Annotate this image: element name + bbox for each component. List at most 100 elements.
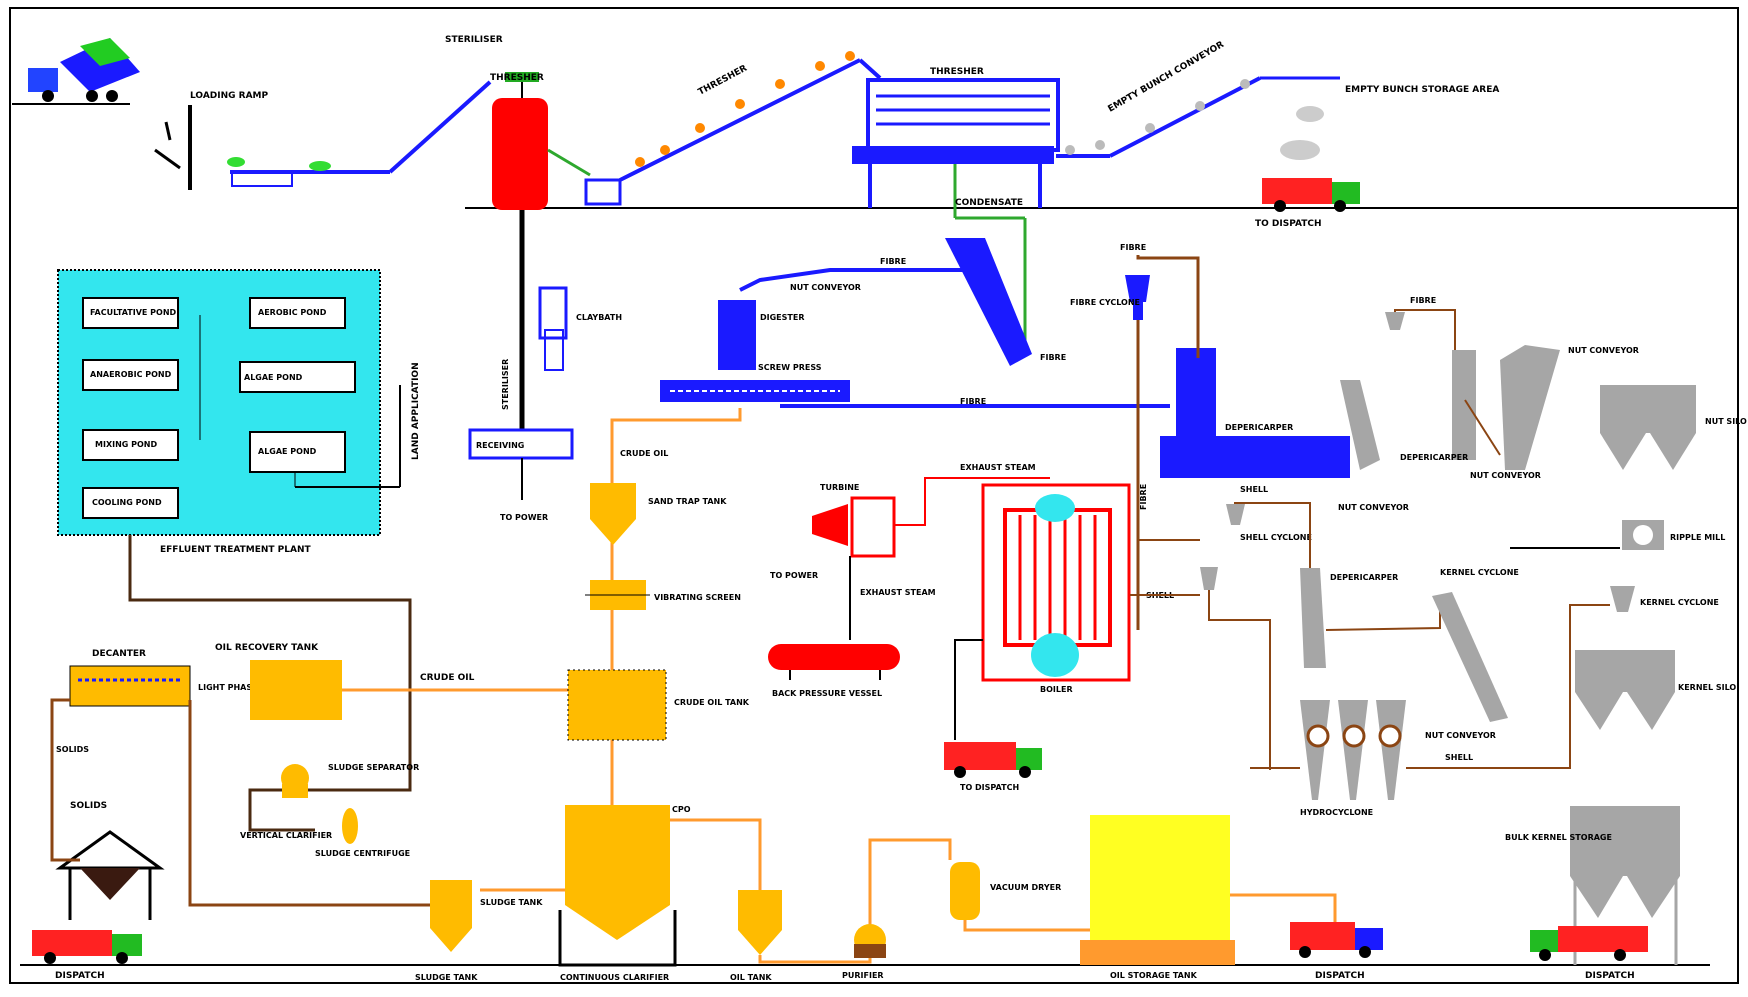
kernel-elevator bbox=[1432, 592, 1508, 722]
to-power-label: TO POWER bbox=[770, 571, 818, 580]
kernel-silo bbox=[1575, 650, 1675, 730]
crude-oil-label: CRUDE OIL bbox=[420, 673, 475, 683]
condensate-label: CONDENSATE bbox=[955, 198, 1023, 208]
fibre-cyclone-label: FIBRE CYCLONE bbox=[1070, 298, 1140, 307]
winnowing-column bbox=[1300, 568, 1326, 668]
receiving-tank-label: RECEIVING bbox=[476, 441, 524, 450]
solids-label: SOLIDS bbox=[56, 745, 89, 754]
kernel-cyclone-label: KERNEL CYCLONE bbox=[1640, 598, 1719, 607]
sterilizer-shaft-label: STERILISER bbox=[501, 359, 510, 410]
boiler-ash-truck bbox=[944, 742, 1042, 778]
hydrocyclone-label: HYDROCYCLONE bbox=[1300, 808, 1373, 817]
shell-cyclone-label: SHELL CYCLONE bbox=[1240, 533, 1312, 542]
vacuum-dryer-label: VACUUM DRYER bbox=[990, 883, 1061, 892]
oil-storage-tank bbox=[1080, 815, 1235, 965]
receiving-truck bbox=[28, 38, 140, 102]
screw-press-label: SCREW PRESS bbox=[758, 363, 822, 372]
fibre-pipe-up bbox=[1138, 255, 1198, 358]
depericarper bbox=[1160, 348, 1350, 478]
effluent-plant-label: EFFLUENT TREATMENT PLANT bbox=[160, 545, 311, 555]
kernel-truck bbox=[1530, 926, 1648, 961]
continuous-clarifier bbox=[560, 805, 675, 965]
pond-label-3: MIXING POND bbox=[95, 440, 157, 449]
kernel-cyclone bbox=[1610, 586, 1635, 612]
nut-elevator-label: NUT CONVEYOR bbox=[1470, 471, 1541, 480]
fruit-elevator-shaft bbox=[470, 210, 572, 500]
boiler-ash-line bbox=[955, 640, 983, 740]
shell-top-label: SHELL bbox=[1240, 485, 1268, 494]
clarifier-oil-label: CPO bbox=[672, 805, 691, 814]
digester-label: DIGESTER bbox=[760, 313, 805, 322]
nut-polisher-label: DEPERICARPER bbox=[1400, 453, 1468, 462]
elevator-label: FIBRE bbox=[880, 257, 906, 266]
hydrocyclone-bank bbox=[1300, 700, 1406, 800]
empty-bunch-storage-label: EMPTY BUNCH STORAGE AREA bbox=[1345, 85, 1499, 95]
oil-truck bbox=[1290, 922, 1383, 958]
back-pressure-label: BACK PRESSURE VESSEL bbox=[772, 689, 882, 698]
fibre-elevator-label: FIBRE bbox=[1040, 353, 1066, 362]
pond-label-2: ANAEROBIC POND bbox=[90, 370, 172, 379]
shell-out-label: SHELL bbox=[1445, 753, 1473, 762]
vibrating-screen-label: VIBRATING SCREEN bbox=[654, 593, 741, 602]
solids-storage-label: SOLIDS bbox=[70, 801, 107, 811]
kernel-pipe-label: KERNEL CYCLONE bbox=[1440, 568, 1519, 577]
sludge-line-label: SLUDGE TANK bbox=[480, 898, 543, 907]
vertical-clarifier-label: VERTICAL CLARIFIER bbox=[240, 831, 332, 840]
ash-dispatch-label: TO DISPATCH bbox=[1255, 219, 1322, 229]
shell-cyclone bbox=[1226, 504, 1245, 525]
decanter bbox=[70, 666, 190, 706]
bunch-conveyor bbox=[548, 51, 880, 204]
light-phase-label: LIGHT PHASE bbox=[198, 683, 258, 692]
bunch-ash-smoke bbox=[1280, 106, 1324, 160]
ripple-mill bbox=[1622, 520, 1664, 550]
kernel-pipe bbox=[1326, 610, 1440, 630]
kernel-elevator-label: NUT CONVEYOR bbox=[1425, 731, 1496, 740]
steriliser-top-label: STERILISER bbox=[445, 35, 503, 45]
boiler bbox=[983, 485, 1129, 680]
thresher-label: THRESHER bbox=[930, 67, 984, 77]
pond-label-6: ALGAE POND bbox=[244, 373, 303, 382]
to-power-bottom-label: TO POWER bbox=[500, 513, 548, 522]
loading-ramp-label: LOADING RAMP bbox=[190, 91, 269, 101]
sludge-separator bbox=[281, 764, 309, 798]
turbine bbox=[812, 498, 894, 556]
solids-dispatch-label: DISPATCH bbox=[55, 971, 105, 981]
pond-label-5: AEROBIC POND bbox=[258, 308, 327, 317]
clarifier-oil-pipe bbox=[670, 820, 760, 890]
chute-machine bbox=[540, 288, 566, 370]
cake-conveyor-label: FIBRE bbox=[960, 397, 986, 406]
boiler-label: BOILER bbox=[1040, 685, 1073, 694]
sand-trap-tank bbox=[590, 483, 636, 545]
thresher-feed-label: THRESHER bbox=[697, 64, 749, 98]
solids-truck bbox=[32, 930, 142, 964]
nut-silo-label: NUT SILO bbox=[1705, 417, 1747, 426]
winnowing-label: DEPERICARPER bbox=[1330, 573, 1398, 582]
storage-to-truck bbox=[1230, 895, 1335, 925]
oil-storage-label: OIL STORAGE TANK bbox=[1110, 971, 1198, 980]
bulk-kernel-label: BULK KERNEL STORAGE bbox=[1505, 833, 1612, 842]
boiler-ash-dispatch-label: TO DISPATCH bbox=[960, 783, 1019, 792]
nut-pipe bbox=[1395, 310, 1455, 350]
sludge-separator-label: SLUDGE SEPARATOR bbox=[328, 763, 419, 772]
decanter-return bbox=[190, 700, 440, 905]
sludge-centrifuge bbox=[342, 808, 358, 844]
kernel-silo-label: KERNEL SILO bbox=[1678, 683, 1736, 692]
shell-cyclone-2 bbox=[1200, 567, 1218, 590]
fibre-conveyor-elevator bbox=[945, 238, 1032, 366]
nut-elevator-1-label: NUT CONVEYOR bbox=[1338, 503, 1409, 512]
nut-polisher bbox=[1452, 350, 1476, 460]
back-pressure-vessel bbox=[768, 644, 900, 680]
fruit-conveyor-label: NUT CONVEYOR bbox=[790, 283, 861, 292]
chute-label: CLAYBATH bbox=[576, 313, 622, 322]
crude-oil-tank-label: CRUDE OIL TANK bbox=[674, 698, 750, 707]
thresher-top-label: THRESHER bbox=[490, 73, 544, 83]
depericarper-label: DEPERICARPER bbox=[1225, 423, 1293, 432]
bunch-truck bbox=[1262, 178, 1360, 212]
pond-label-4: COOLING POND bbox=[92, 498, 162, 507]
exhaust-steam-label: EXHAUST STEAM bbox=[860, 588, 936, 597]
pond-label-1: FACULTATIVE POND bbox=[90, 308, 177, 317]
land-application-label: LAND APPLICATION bbox=[411, 362, 421, 460]
solids-storage bbox=[60, 832, 160, 920]
kernel-dispatch-label: DISPATCH bbox=[1585, 971, 1635, 981]
